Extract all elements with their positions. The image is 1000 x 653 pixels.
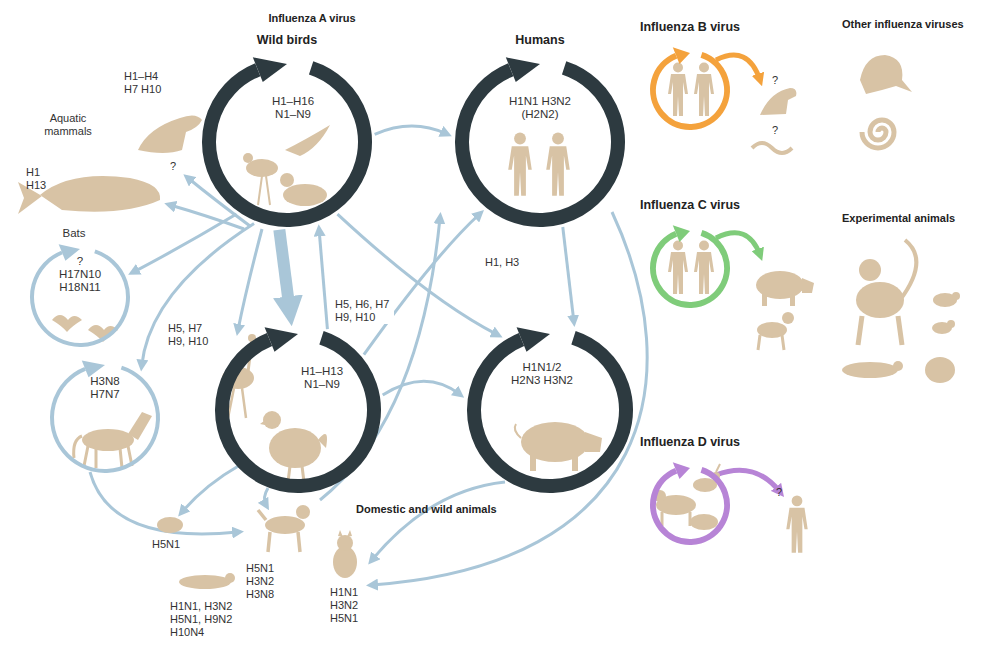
subtype-label: H1N1 H3N2 H5N1 [330, 586, 368, 625]
ring-arc [653, 470, 727, 542]
host-ring: HumansH1N1 H3N2 (H2N2) [455, 57, 625, 227]
section-heading: Experimental animals [842, 212, 992, 225]
transmission-arrow [383, 381, 460, 395]
host-ring: Influenza C virus [650, 228, 730, 308]
transmission-arrow [375, 126, 447, 134]
transmission-arrow [279, 230, 288, 300]
edge-label: H1, H3 [484, 256, 526, 269]
subtype-label: Aquatic mammals [36, 112, 100, 138]
ring-outline [467, 327, 633, 493]
ring-arrowhead [673, 462, 690, 479]
section-heading: Influenza A virus [232, 12, 392, 25]
subtype-label: ? [772, 124, 784, 137]
subtype-list: H1N1/2 H2N3 H3N2 [509, 361, 575, 387]
subtype-list: Bats [49, 227, 99, 240]
host-ring: H1–H13 N1–N9 [215, 327, 381, 493]
host-heading: Influenza B virus [620, 20, 760, 35]
transmission-arrows [90, 178, 647, 585]
ring-arc [52, 368, 158, 471]
subtype-label: ? [170, 160, 182, 173]
subtype-list: H1–H13 N1–N9 [293, 365, 351, 391]
subtype-label: H1N1, H3N2 H5N1, H9N2 H10N4 [170, 600, 246, 639]
subtype-label: ? [772, 74, 784, 87]
ring-outline [202, 57, 372, 227]
ring-arrowhead [673, 47, 690, 64]
host-ring: H1N1/2 H2N3 H3N2 [467, 327, 633, 493]
subtype-list: H1N1 H3N2 (H2N2) [502, 95, 578, 121]
transmission-arrow [133, 214, 236, 272]
transmission-arrow [563, 227, 574, 321]
subtype-list: ? H17N10 H18N11 [57, 255, 103, 294]
host-heading: Humans [480, 33, 600, 48]
ring-arc [474, 338, 626, 486]
ring-outline [215, 327, 381, 493]
section-heading: Domestic and wild animals [356, 503, 536, 516]
ring-outline [650, 228, 730, 308]
edge-label: H5, H6, H7 H9, H10 [334, 298, 394, 324]
subtype-label: H1–H4 H7 H10 [124, 70, 166, 96]
ring-arc [32, 251, 128, 345]
host-heading: Wild birds [227, 33, 347, 48]
ring-arc [462, 68, 618, 220]
subtype-list: H1–H16 N1–N9 [264, 95, 322, 121]
host-ring: Wild birdsH1–H16 N1–N9 [202, 57, 372, 227]
host-ring: H3N8 H7N7 [50, 363, 160, 473]
ring-arc [653, 233, 727, 305]
animal-silhouettes [18, 55, 960, 589]
ring-arrowhead [517, 327, 550, 352]
subtype-label: H1 H13 [26, 166, 54, 192]
subtype-label: H5N1 H3N2 H3N8 [246, 562, 284, 601]
ring-outline [650, 465, 730, 545]
ring-arrowhead [253, 57, 287, 82]
section-heading: Other influenza viruses [842, 18, 992, 31]
ring-arc [653, 55, 727, 127]
ring-arrowhead [265, 327, 298, 352]
subtype-label: H5, H7 H9, H10 [168, 322, 220, 348]
host-ring: Influenza B virus [650, 50, 730, 130]
ring-outline [455, 57, 625, 227]
host-ring: Influenza D virus [650, 465, 730, 545]
transmission-arrow [319, 230, 327, 329]
ring-arrowhead [506, 57, 540, 82]
host-heading: Influenza C virus [620, 198, 760, 213]
subtype-label: ? [776, 486, 788, 499]
ring-arc [209, 68, 365, 220]
subtype-label: H5N1 [152, 538, 192, 551]
transmission-arrow [364, 214, 480, 355]
ring-arrowhead [673, 225, 690, 242]
ring-outline [650, 50, 730, 130]
host-heading: Influenza D virus [620, 435, 760, 450]
ring-arc [222, 338, 374, 486]
host-ring: Bats? H17N10 H18N11 [30, 247, 130, 347]
ring-arrowhead [82, 361, 105, 378]
subtype-list: H3N8 H7N7 [85, 375, 125, 401]
transmission-arrow [142, 224, 254, 366]
